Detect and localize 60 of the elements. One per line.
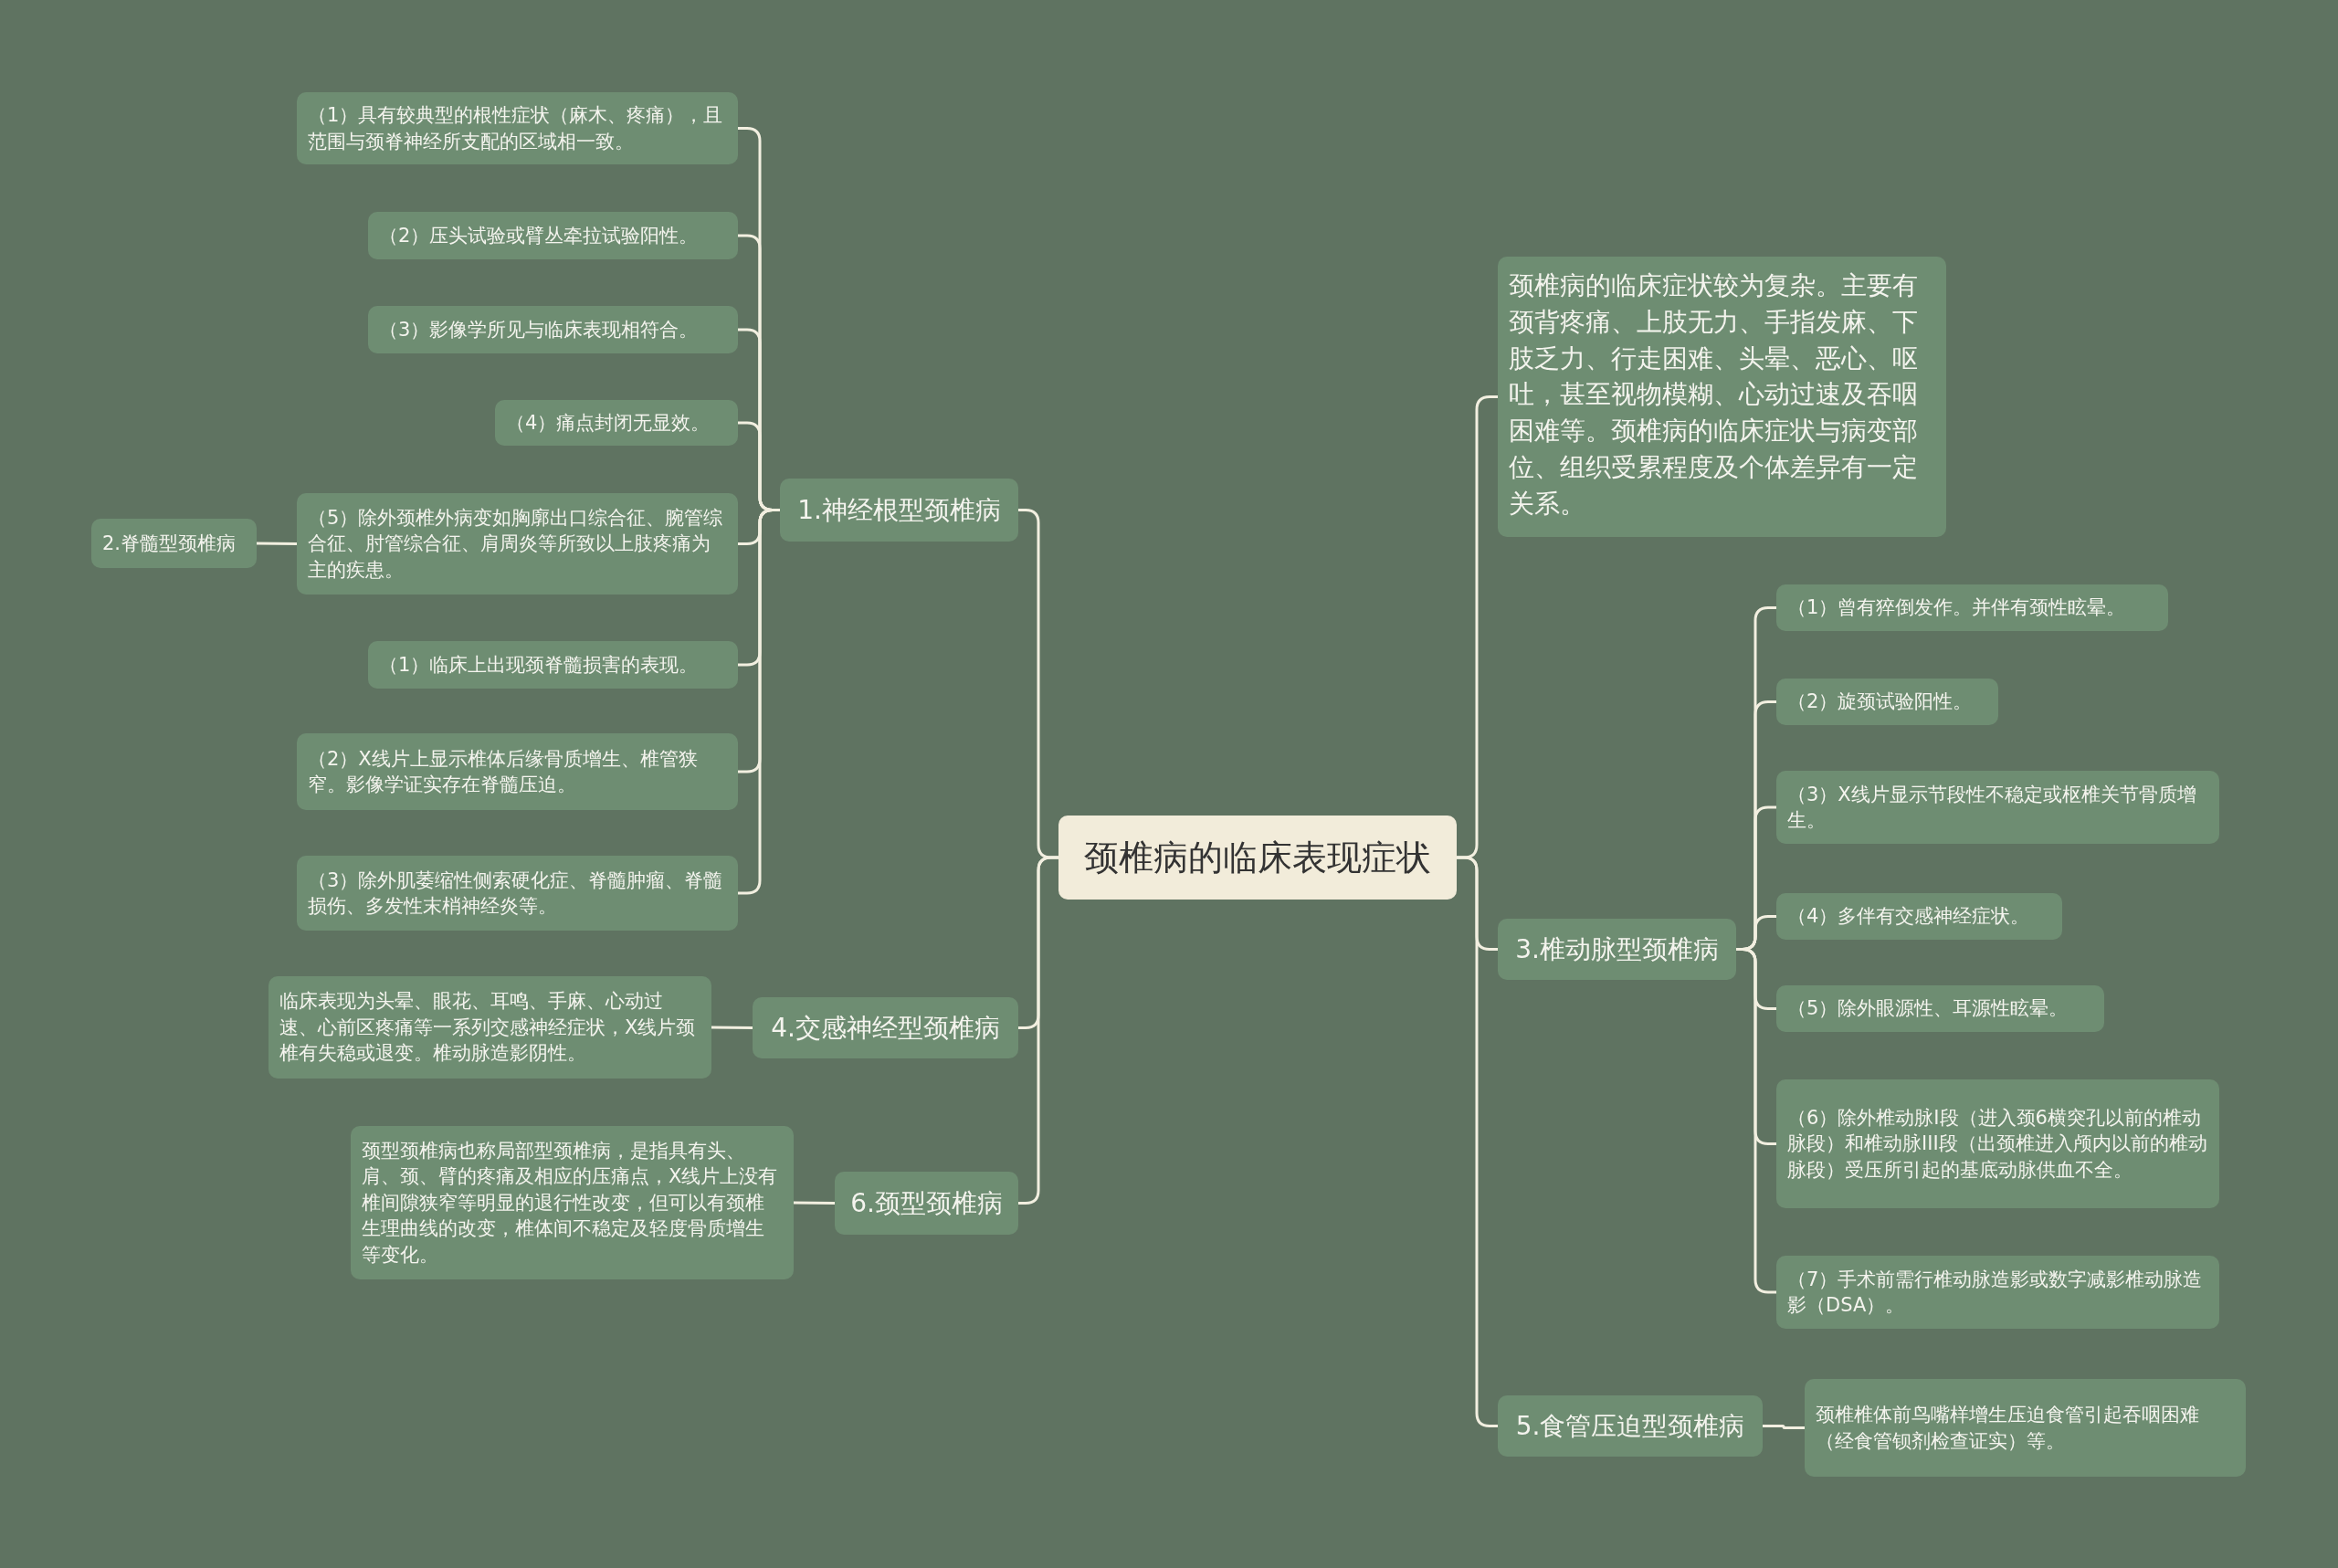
- topic-text: 6.颈型颈椎病: [849, 1186, 1004, 1220]
- connector-line: [1457, 856, 1498, 1427]
- detail-box: [297, 493, 738, 595]
- topic-text: （5）除外颈椎外病变如胸廓出口综合征、腕管综合征、肘管综合征、肩周炎等所致以上肢疼痛为主的疾患。: [308, 506, 724, 583]
- topic-text: （5）除外眼源性、耳源性眩晕。: [1787, 996, 2069, 1022]
- topic-text: 临床表现为头晕、眼花、耳鸣、手麻、心动过速、心前区疼痛等一系列交感神经症状，X线片颈椎有失稳或退变。椎动脉造影阴性。: [279, 989, 697, 1067]
- detail-box: [1776, 1256, 2219, 1329]
- topic-text: （2）X线片上显示椎体后缘骨质增生、椎管狭窄。影像学证实存在脊髓压迫。: [308, 746, 699, 797]
- topic-text: 4.交感神经型颈椎病: [770, 1011, 1001, 1045]
- connector-line: [1736, 948, 1776, 1294]
- detail-box: [368, 641, 738, 689]
- detail-box: [297, 92, 738, 164]
- topic-text: （4）痛点封闭无显效。: [506, 410, 711, 436]
- detail-box: [1776, 893, 2062, 940]
- branch-topic-box: [1498, 919, 1736, 980]
- detail-box: [1805, 1379, 2246, 1477]
- topic-text: （3）影像学所见与临床表现相符合。: [379, 317, 700, 342]
- topic-text: 2.脊髓型颈椎病: [102, 531, 237, 556]
- topic-text: （6）除外椎动脉I段（进入颈6横突孔以前的椎动脉段）和椎动脉III段（出颈椎进入颅内以前的椎动脉段）受压所引起的基底动脉供血不全。: [1787, 1106, 2208, 1183]
- detail-box: [269, 976, 711, 1079]
- topic-text: 5.食管压迫型颈椎病: [1514, 1409, 1746, 1443]
- branch-topic-box: [753, 997, 1018, 1058]
- central-topic-box: [1058, 816, 1457, 900]
- detail-box: [1776, 679, 1998, 725]
- topic-text: 颈椎病的临床表现症状: [1083, 836, 1432, 879]
- topic-text: 颈椎病的临床症状较为复杂。主要有颈背疼痛、上肢无力、手指发麻、下肢乏力、行走困难、头晕、恶心、呕吐，甚至视物模糊、心动过速及吞咽困难等。颈椎病的临床症状与病变部位、组织受累程度及个体差异有一定关系。: [1509, 269, 1919, 521]
- topic-text: 颈椎椎体前鸟嘴样增生压迫食管引起吞咽困难（经食管钡剂检查证实）等。: [1816, 1403, 2200, 1454]
- topic-text: （7）手术前需行椎动脉造影或数字减影椎动脉造影（DSA）。: [1787, 1267, 2204, 1318]
- detail-box: [1776, 985, 2104, 1032]
- topic-text: （1）曾有猝倒发作。并伴有颈性眩晕。: [1787, 595, 2127, 621]
- topic-text: （3）X线片显示节段性不稳定或枢椎关节骨质增生。: [1787, 782, 2197, 833]
- description-box: [1498, 257, 1946, 537]
- branch-topic-box: [780, 479, 1018, 542]
- connector-line: [711, 1026, 753, 1029]
- topic-text: （1）具有较典型的根性症状（麻木、疼痛），且范围与颈脊神经所支配的区域相一致。: [308, 103, 724, 154]
- detail-box: [368, 212, 738, 259]
- connector-line: [738, 509, 780, 895]
- detail-box: [368, 306, 738, 353]
- detail-box: [351, 1126, 794, 1279]
- detail-box: [495, 400, 738, 446]
- topic-text: （2）压头试验或臂丛牵拉试验阳性。: [379, 223, 700, 248]
- connector-line: [1763, 1425, 1805, 1429]
- connector-line: [257, 542, 297, 545]
- connector-line: [1018, 856, 1058, 1205]
- detail-box: [297, 856, 738, 931]
- topic-text: （3）除外肌萎缩性侧索硬化症、脊髓肿瘤、脊髓损伤、多发性末梢神经炎等。: [308, 868, 724, 919]
- detail-box: [297, 733, 738, 810]
- branch-topic-box: [835, 1172, 1018, 1235]
- detail-box: [1776, 584, 2168, 631]
- topic-text: 1.神经根型颈椎病: [796, 493, 1002, 527]
- detail-box: [1776, 1079, 2219, 1208]
- detail-box: [1776, 771, 2219, 844]
- topic-text: 颈型颈椎病也称局部型颈椎病，是指具有头、肩、颈、臂的疼痛及相应的压痛点，X线片上没有椎间隙狭窄等明显的退行性改变，但可以有颈椎生理曲线的改变，椎体间不稳定及轻度骨质增生等变化。: [362, 1139, 779, 1268]
- topic-text: （2）旋颈试验阳性。: [1787, 689, 1974, 715]
- topic-text: （1）临床上出现颈脊髓损害的表现。: [379, 652, 700, 678]
- topic-text: 3.椎动脉型颈椎病: [1514, 932, 1720, 966]
- connector-line: [794, 1201, 835, 1205]
- detail-box: [91, 519, 257, 568]
- branch-topic-box: [1498, 1395, 1763, 1457]
- topic-text: （4）多伴有交感神经症状。: [1787, 904, 2031, 930]
